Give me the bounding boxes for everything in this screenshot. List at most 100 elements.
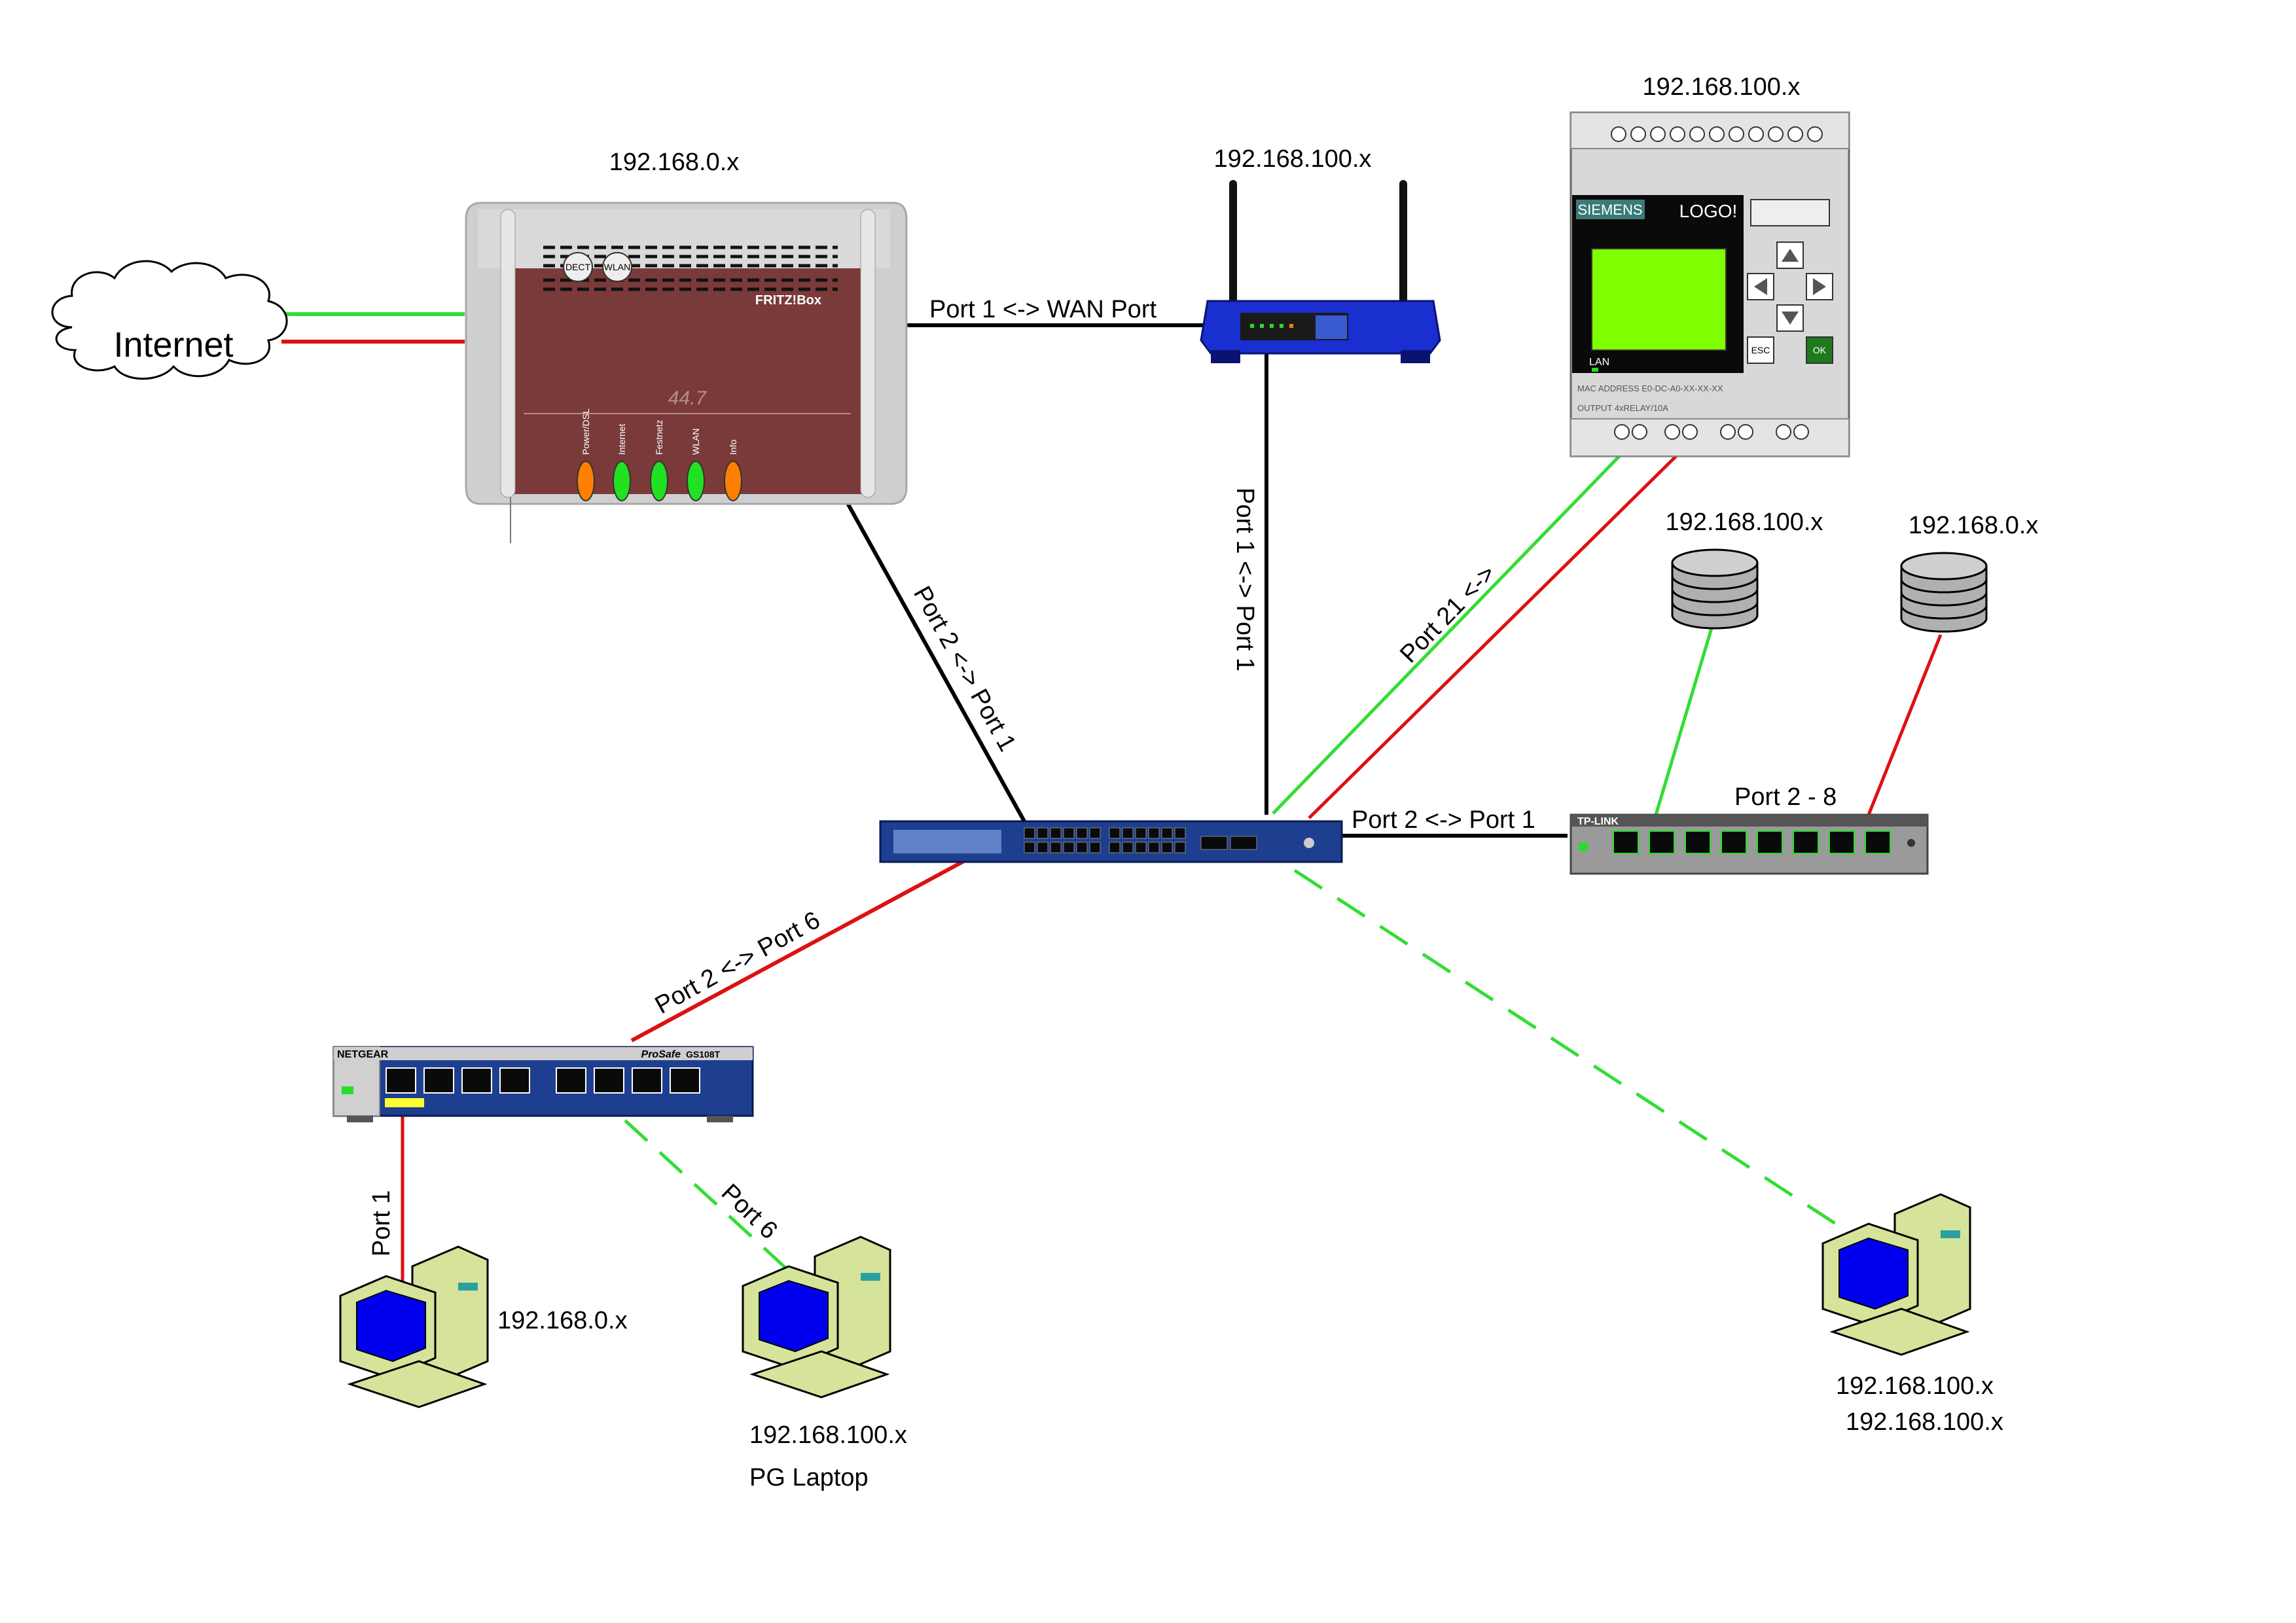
label-switch-netgear: Port 2 <-> Port 6 xyxy=(651,906,825,1020)
router-foot-right xyxy=(1401,350,1430,363)
wifi-router: 192.168.100.x xyxy=(1200,145,1441,363)
fritzbox-brand: FRITZ!Box xyxy=(755,293,821,308)
logo-brand: SIEMENS xyxy=(1577,202,1642,218)
disk2-ip: 192.168.0.x xyxy=(1909,512,2039,539)
fritzbox-top-strip xyxy=(478,209,890,268)
router-logo-plate xyxy=(1316,315,1347,339)
key-esc-label: ESC xyxy=(1751,345,1770,355)
link-fritz-switch xyxy=(842,496,1026,823)
logo-lan-led xyxy=(1592,368,1598,372)
disk-2: 192.168.0.x xyxy=(1900,512,2039,633)
label-fritz-router: Port 1 <-> WAN Port xyxy=(929,296,1157,323)
pc-2: 192.168.100.x PG Laptop xyxy=(742,1236,907,1491)
pc2-keyboard xyxy=(749,1350,890,1399)
netgear-brand: NETGEAR xyxy=(337,1049,389,1060)
led-label-1: Internet xyxy=(617,423,627,455)
netgear-switch: NETGEAR ProSafe GS108T xyxy=(332,1046,754,1122)
cloud-shape xyxy=(51,260,288,380)
label-logo-switch: Port 21 <-> xyxy=(1395,560,1501,668)
wlan-label: WLAN xyxy=(604,262,630,272)
logo-brand-plate xyxy=(1576,200,1645,219)
main-switch xyxy=(879,820,1343,863)
dect-label: DECT xyxy=(565,262,591,272)
link-switch-netgear xyxy=(630,857,969,1043)
fritzbox-side-right xyxy=(860,209,876,498)
netgear-port1-label xyxy=(385,1098,424,1107)
pc1-ip: 192.168.0.x xyxy=(497,1307,628,1334)
pc3-ip-2: 192.168.100.x xyxy=(1846,1408,2003,1436)
main-switch-label-strip xyxy=(893,830,1001,853)
siemens-logo-plc: 192.168.100.x SIEMENS LOGO! LAN ESC xyxy=(1570,73,1850,457)
logo-terminals-top xyxy=(1611,126,1823,142)
logo-terminal-bottom xyxy=(1570,418,1850,457)
link-disk2-tplink xyxy=(1867,634,1943,815)
link-netgear-pc2 xyxy=(624,1119,803,1284)
netgear-foot-right xyxy=(707,1116,733,1122)
tplink-switch: TP-LINK xyxy=(1570,813,1929,875)
fritzbox-side-left xyxy=(500,209,516,498)
internet-label: Internet xyxy=(113,325,233,365)
led-label-2: Festnetz xyxy=(654,419,664,455)
pc2-screen xyxy=(759,1279,829,1353)
netgear-code: GS108T xyxy=(686,1049,721,1060)
internet-cloud: Internet xyxy=(51,260,288,380)
tplink-ports xyxy=(1613,830,1891,854)
logo-ip: 192.168.100.x xyxy=(1643,73,1801,101)
pc3-tower-slot xyxy=(1941,1230,1960,1238)
pc1-screen xyxy=(356,1289,426,1363)
disk-1: 192.168.100.x xyxy=(1666,508,1823,630)
router-leds xyxy=(1250,324,1293,328)
pc2-tower-slot xyxy=(861,1273,880,1281)
fritzbox-ip: 192.168.0.x xyxy=(609,149,740,176)
antenna-left xyxy=(1229,180,1237,304)
label-router-switch: Port 1 <-> Port 1 xyxy=(1231,488,1259,671)
pc2-ip: 192.168.100.x xyxy=(749,1421,907,1449)
logo-terminals-bottom xyxy=(1614,424,1809,440)
link-logo-switch-red xyxy=(1308,452,1680,819)
key-esc xyxy=(1747,336,1774,364)
netgear-top-strip xyxy=(334,1047,753,1060)
logo-output: OUTPUT 4xRELAY/10A xyxy=(1577,403,1668,413)
logo-sd-slot xyxy=(1750,199,1830,226)
link-switch-pc3 xyxy=(1293,868,1847,1232)
main-switch-power xyxy=(1304,838,1314,848)
disk1-ip: 192.168.100.x xyxy=(1666,508,1823,536)
fritzbox-leds xyxy=(577,461,742,501)
label-switch-tplink: Port 2 <-> Port 1 xyxy=(1352,806,1535,834)
wlan-button xyxy=(602,252,632,282)
link-logo-switch-green xyxy=(1272,452,1623,815)
led-label-0: Power/DSL xyxy=(581,408,591,455)
link-disk1-tplink xyxy=(1654,628,1713,815)
pc-1: 192.168.0.x xyxy=(339,1245,628,1408)
pc3-screen xyxy=(1839,1237,1909,1310)
led-label-4: Info xyxy=(728,439,738,455)
label-tplink-ports: Port 2 - 8 xyxy=(1734,783,1837,811)
label-fritz-switch: Port 2 <-> Port 1 xyxy=(908,582,1021,756)
logo-name: LOGO! xyxy=(1679,201,1738,221)
pc1-keyboard xyxy=(347,1360,488,1408)
fritzbox-vents xyxy=(543,245,838,291)
pc3-ip-1: 192.168.100.x xyxy=(1836,1372,1994,1400)
pc3-keyboard xyxy=(1829,1308,1970,1356)
pc1-tower-slot xyxy=(458,1283,478,1291)
tplink-reset xyxy=(1907,839,1915,847)
router-foot-left xyxy=(1211,350,1240,363)
pc2-name: PG Laptop xyxy=(749,1464,869,1491)
tplink-top-strip xyxy=(1571,815,1928,827)
logo-mac: MAC ADDRESS E0-DC-A0-XX-XX-XX xyxy=(1577,383,1723,393)
tplink-power-led xyxy=(1579,843,1588,851)
tplink-brand: TP-LINK xyxy=(1577,816,1619,827)
netgear-power-led xyxy=(342,1086,353,1094)
pc-3: 192.168.100.x 192.168.100.x xyxy=(1821,1193,2003,1436)
router-ip: 192.168.100.x xyxy=(1214,145,1372,173)
led-festnetz xyxy=(650,461,668,501)
fritzbox-led-labels: Power/DSL Internet Festnetz WLAN Info xyxy=(581,408,738,455)
logo-keypad: ESC OK xyxy=(1747,241,1833,364)
connections xyxy=(281,312,1943,1304)
key-ok xyxy=(1806,336,1833,364)
fritzbox-model: 44.7 xyxy=(668,387,708,409)
led-wlan xyxy=(687,461,705,501)
key-ok-label: OK xyxy=(1813,345,1827,355)
netgear-foot xyxy=(347,1116,373,1122)
